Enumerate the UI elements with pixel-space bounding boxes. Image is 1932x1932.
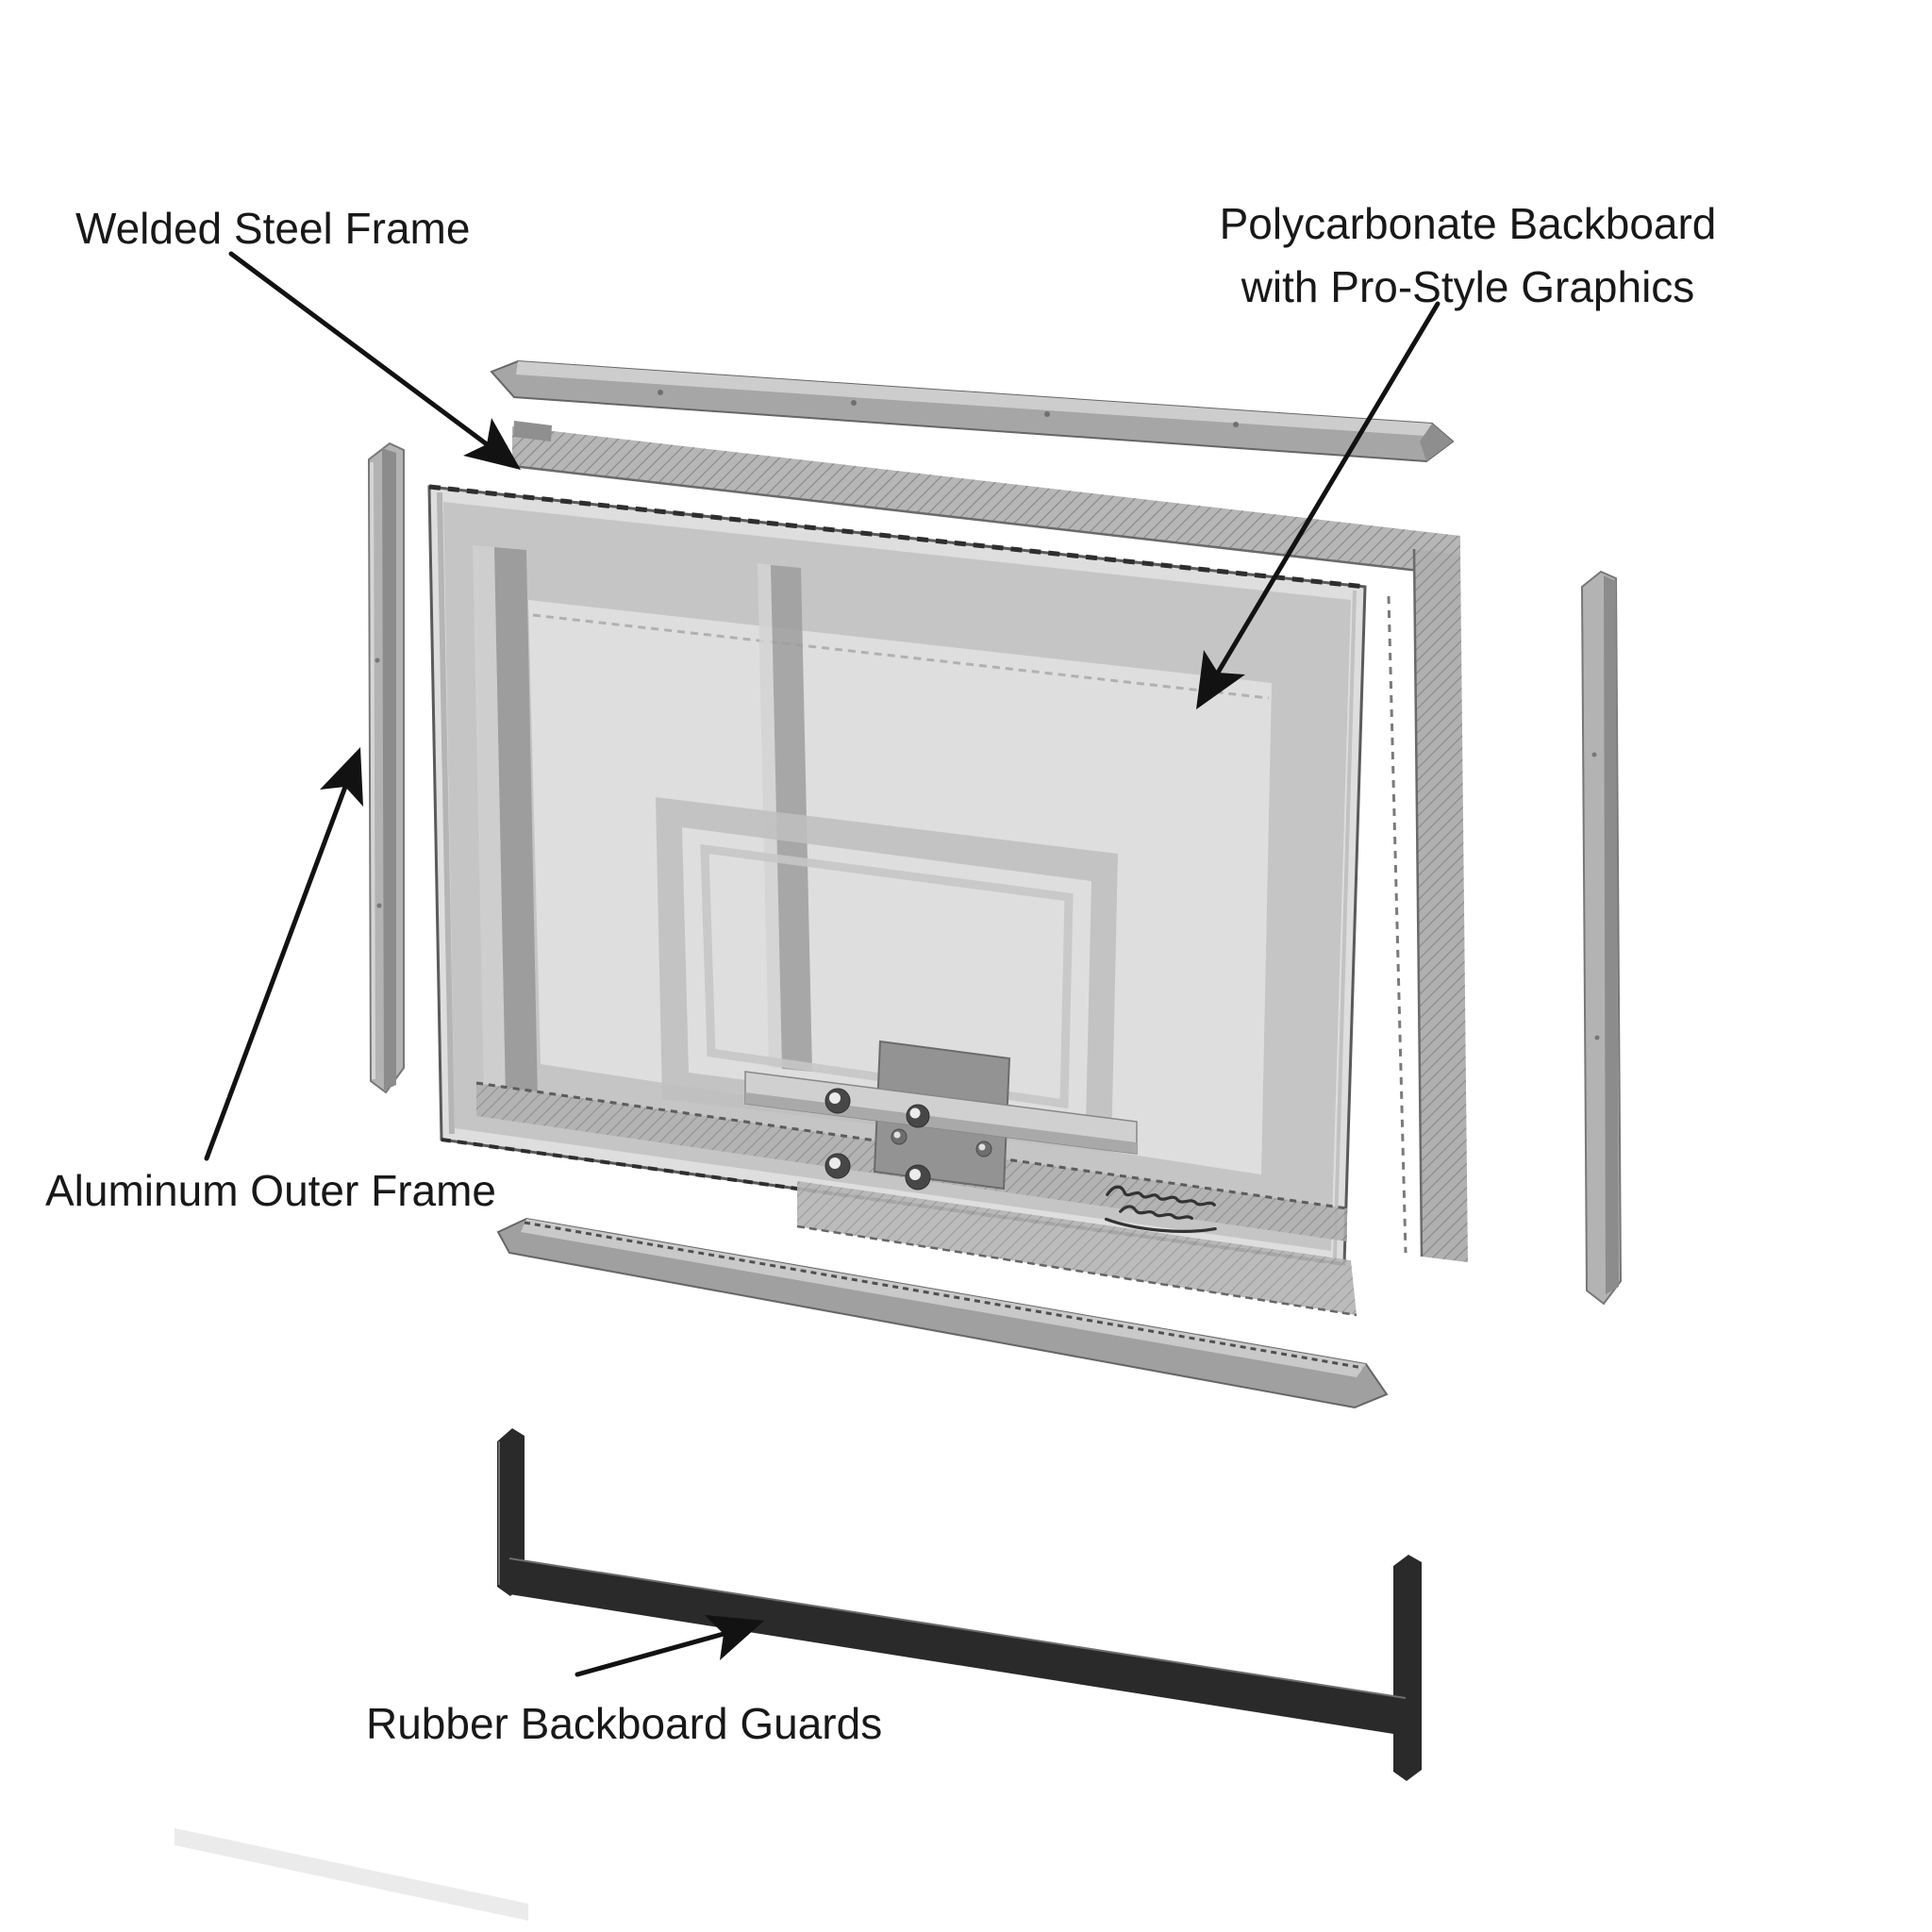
arrowhead-welded-steel-frame (463, 418, 521, 470)
backboard-left-edge-thickness (437, 491, 455, 1135)
rubber-guard-beam-highlight (508, 1557, 1407, 1699)
arrow-line-aluminum-outer-frame (204, 784, 348, 1161)
steel-frame-left-rail-flange (473, 545, 506, 1098)
backboard-top-edge (428, 484, 1366, 590)
rubber-guard-beam (509, 1558, 1406, 1736)
label-aluminum-outer-frame: Aluminum Outer Frame (45, 1166, 496, 1215)
top-aluminum-bar-highlight (516, 361, 1432, 436)
arrowhead-rubber-guards (705, 1615, 764, 1660)
left-aluminum-bar-rivets (375, 658, 382, 908)
label-welded-steel-frame: Welded Steel Frame (75, 204, 470, 253)
label-polycarbonate-backboard-line2: with Pro-Style Graphics (1241, 262, 1695, 311)
bottom-aluminum-bar (496, 1217, 1389, 1409)
brand-logo-script (1104, 1185, 1217, 1233)
mounting-bolts (824, 1088, 992, 1191)
backboard-border-band (443, 502, 1351, 1251)
steel-frame-bottom-protrusion (796, 1181, 1357, 1317)
rubber-backboard-guard (497, 1428, 1422, 1781)
steel-frame-right-gap-edge (1387, 595, 1407, 1254)
arrowhead-polycarbonate-backboard (1196, 650, 1245, 709)
arrowhead-aluminum-outer-frame (320, 747, 363, 807)
rubber-guard-right-post (1393, 1555, 1422, 1781)
frame-tube-seen-through (532, 613, 1270, 700)
bottom-aluminum-bar-texture (524, 1221, 1364, 1370)
steel-frame-right-post-edge (1412, 548, 1424, 1257)
bolt (975, 1141, 992, 1158)
left-aluminum-bar (367, 441, 405, 1094)
rim-mount-assembly (744, 1040, 1138, 1191)
steel-frame-bottom-wedge-edge (796, 1224, 1357, 1317)
left-aluminum-bar-highlight (370, 461, 375, 1080)
arrow-line-rubber-guards (575, 1631, 726, 1677)
steel-frame-top-rail-edge (511, 464, 1461, 577)
rubber-guard-left-post (497, 1428, 525, 1596)
left-aluminum-bar-shade (382, 448, 396, 1091)
right-aluminum-bar (1580, 570, 1623, 1306)
target-square-inner-outline (700, 843, 1074, 1109)
annotation-arrows (204, 251, 1441, 1677)
target-square-graphics (656, 797, 1118, 1153)
label-rubber-backboard-guards: Rubber Backboard Guards (366, 1699, 882, 1748)
arrow-line-welded-steel-frame (228, 251, 490, 447)
backboard-right-edge-thickness (1333, 590, 1357, 1259)
bolt (891, 1128, 908, 1145)
extra-guard-edge (175, 1828, 528, 1921)
top-aluminum-bar-endcap (1420, 424, 1453, 461)
steel-frame-top-rail-hatch (512, 426, 1460, 575)
annotation-arrowheads (320, 418, 1245, 1660)
label-polycarbonate-backboard-line1: Polycarbonate Backboard (1220, 199, 1717, 248)
arrow-line-polycarbonate-backboard (1215, 301, 1441, 675)
welded-steel-frame (511, 421, 1468, 1262)
bolt (824, 1088, 851, 1114)
bolt (906, 1104, 930, 1128)
right-aluminum-bar-rivets (1591, 752, 1600, 1041)
bolt (905, 1164, 931, 1191)
steel-frame-bottom-wedge-hatch (797, 1181, 1357, 1315)
top-aluminum-bar (490, 359, 1455, 463)
bolt (824, 1153, 851, 1179)
steel-frame-left-rail-web (494, 547, 538, 1101)
steel-frame-right-post-hatch (1414, 549, 1468, 1262)
right-aluminum-bar-shade (1604, 575, 1619, 1294)
steel-frame-end-tab (513, 421, 552, 441)
top-aluminum-bar-rivets (658, 390, 1239, 427)
